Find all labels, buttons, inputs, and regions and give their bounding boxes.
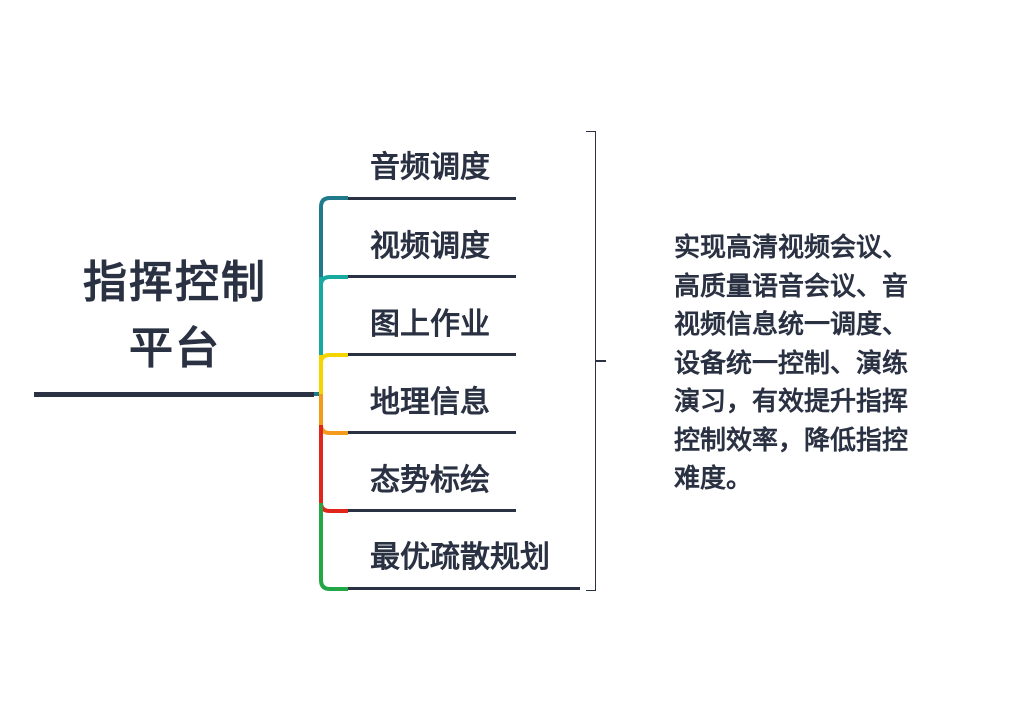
branch-label-situation-plotting: 态势标绘: [370, 463, 490, 498]
branch-label-audio-dispatch: 音频调度: [370, 150, 490, 185]
root-underline: [34, 392, 314, 397]
summary-bracket-tick: [596, 360, 606, 362]
connector-audio: [314, 196, 348, 396]
branch-underline-1: [348, 197, 516, 200]
branch-label-evacuation-planning: 最优疏散规划: [370, 540, 550, 575]
branch-underline-3: [348, 353, 516, 356]
branch-underline-2: [348, 275, 516, 278]
branch-underline-5: [348, 509, 516, 512]
description-line-7: 难度。: [674, 464, 753, 494]
description-line-3: 视频信息统一调度、: [674, 310, 909, 340]
root-title-line-1: 指挥控制: [83, 257, 267, 308]
connector-evacuation: [319, 503, 348, 591]
branch-underline-4: [348, 431, 516, 434]
description-line-5: 演习，有效提升指挥: [674, 387, 909, 417]
connector-situation: [319, 425, 348, 513]
description-line-1: 实现高清视频会议、: [674, 233, 909, 263]
connector-geo: [319, 394, 348, 435]
branch-label-geo-info: 地理信息: [370, 385, 490, 420]
connector-map-work: [319, 353, 348, 364]
branch-underline-6: [348, 587, 580, 590]
description-line-2: 高质量语音会议、音: [674, 271, 909, 302]
summary-description: 实现高清视频会议、 高质量语音会议、音 视频信息统一调度、 设备统一控制、演练 …: [674, 229, 944, 499]
root-node-title: 指挥控制 平台: [60, 250, 290, 382]
connector-video: [319, 275, 348, 286]
description-line-6: 控制效率，降低指控: [674, 425, 909, 456]
description-line-4: 设备统一控制、演练: [674, 348, 909, 379]
branch-label-video-dispatch: 视频调度: [370, 229, 490, 264]
branch-label-map-work: 图上作业: [370, 307, 490, 342]
summary-bracket: [586, 131, 596, 591]
root-title-line-2: 平台: [129, 323, 221, 374]
